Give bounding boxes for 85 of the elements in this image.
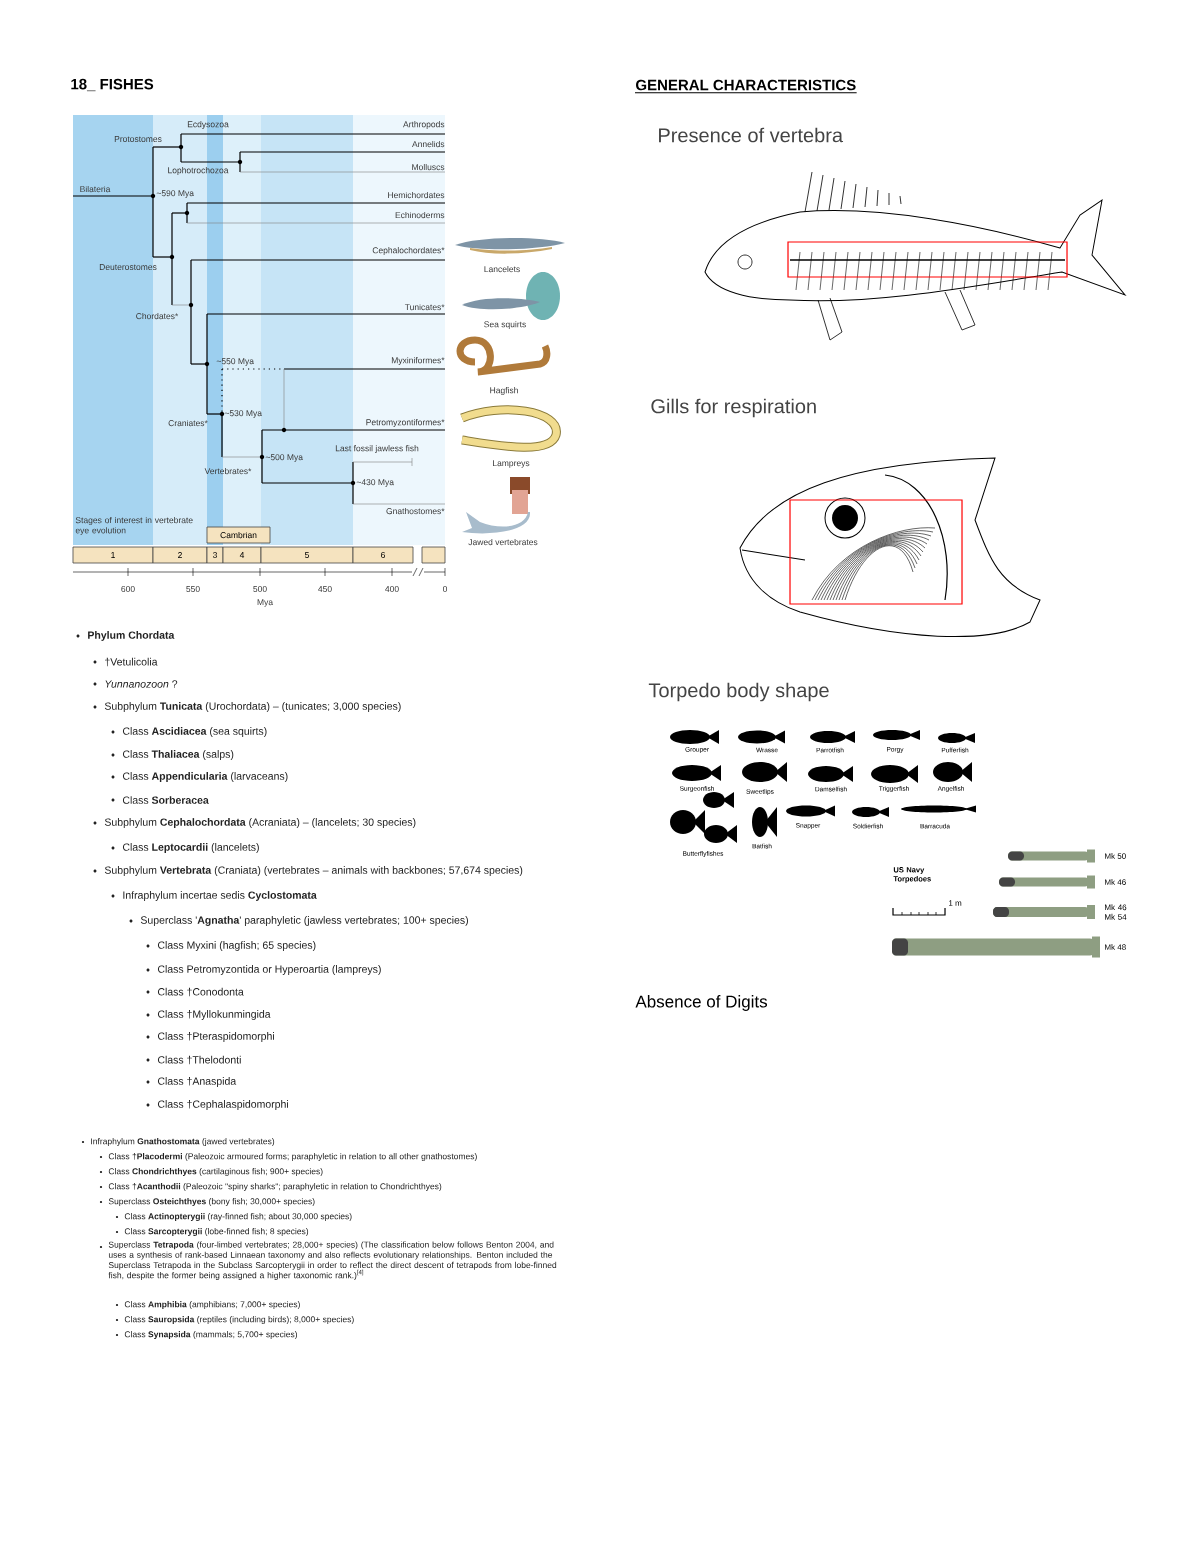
tick-label: 600 xyxy=(121,586,135,593)
list-item: Class Myxini (hagfish; 65 species) xyxy=(146,941,316,951)
taxon-label: Vertebrates* xyxy=(204,467,252,475)
age-label: ~430 Mya xyxy=(356,479,394,487)
taxon-label: Myxiniformes* xyxy=(391,357,445,365)
age-label: ~500 Mya xyxy=(265,454,303,462)
age-label: ~590 Mya xyxy=(156,190,194,198)
section-heading: Gills for respiration xyxy=(651,398,816,418)
taxon-label: Molluscs xyxy=(412,163,445,171)
stage-box xyxy=(421,546,446,564)
animal-name: Hagfish xyxy=(490,387,518,395)
torpedo-label: Mk 50 xyxy=(1105,853,1126,859)
section-heading: Torpedo body shape xyxy=(648,682,829,702)
torpedo-label: Mk 46 Mk 54 xyxy=(1105,904,1127,920)
section-heading: GENERAL CHARACTERISTICS xyxy=(634,79,858,94)
list-item: †Vetulicolia xyxy=(93,657,158,667)
list-item: Class Chondrichthyes (cartilaginous fish; 900+ species) xyxy=(99,1168,323,1176)
tick-label: 0 xyxy=(443,586,448,593)
axis-note: Stages of interest in vertebrate eye evolution xyxy=(75,516,193,536)
taxon-label: Tunicates* xyxy=(404,303,445,311)
taxon-label: Last fossil jawless fish xyxy=(335,445,419,453)
taxon-label: Hemichordates xyxy=(388,191,445,199)
torpedo-label: Mk 46 xyxy=(1105,879,1126,885)
taxon-label: Arthropods xyxy=(403,121,445,129)
taxon-label: Chordates* xyxy=(136,312,179,320)
list-item: Subphylum Vertebrata (Craniata) (vertebrates – animals with backbones; 57,674 species) xyxy=(93,866,523,876)
animal-name: Lampreys xyxy=(493,460,530,468)
tick-label: 400 xyxy=(385,586,399,593)
list-item: Class Actinopterygii (ray-finned fish; about 30,000 species) xyxy=(115,1213,352,1221)
axis-title: Mya xyxy=(257,599,274,607)
animal-name: Sea squirts xyxy=(484,321,526,329)
list-item: Class Appendicularia (larvaceans) xyxy=(111,772,288,782)
animal-name: Jawed vertebrates xyxy=(468,538,538,546)
list-item: Class Ascidiacea (sea squirts) xyxy=(111,727,267,737)
taxon-label: Craniates* xyxy=(168,419,208,427)
list-item: Subphylum Tunicata (Urochordata) – (tunicates; 3,000 species) xyxy=(93,702,401,712)
animal-name: Lancelets xyxy=(484,265,520,273)
stage-box: 3 xyxy=(206,546,224,564)
list-item: Superclass 'Agnatha' paraphyletic (jawless vertebrates; 100+ species) xyxy=(129,916,468,926)
list-item: Class †Pteraspidomorphi xyxy=(146,1032,274,1042)
taxon-label: Cephalochordates* xyxy=(372,247,445,255)
page-title: 18_ FISHES xyxy=(71,78,154,92)
list-item: Class †Placodermi (Paleozoic armoured forms; paraphyletic in relation to all other gnathostomes) xyxy=(99,1153,477,1161)
taxon-label: Ecdysozoa xyxy=(187,121,229,129)
list-item: Class Sarcopterygii (lobe-finned fish; 8 species) xyxy=(115,1228,309,1236)
section-heading: Absence of Digits xyxy=(635,995,768,1011)
tick-label: 500 xyxy=(253,586,267,593)
torpedo-label: Mk 48 xyxy=(1105,944,1126,950)
list-item: Superclass Tetrapoda (four-limbed vertebrates; 28,000+ species) (The classification below follows Benton 2004, and uses a synthesis of rank-based Linnaean taxonomy and also reflects evolutionary relationships. Benton included the Superclass Tetrapoda in the Subclass Sarcopterygii in order to reflect the direct descent of tetrapods from lobe-finned fish, despite the former being assigned a higher taxonomic rank.)$^{[4]}$ xyxy=(99,1241,557,1280)
list-item: Subphylum Cephalochordata (Acraniata) – (lancelets; 30 species) xyxy=(93,818,416,828)
list-item: Class †Myllokunmingida xyxy=(146,1010,271,1020)
list-item: Class Leptocardii (lancelets) xyxy=(111,843,259,853)
list-item: Class Petromyzontida or Hyperoartia (lampreys) xyxy=(146,965,381,975)
taxon-label: Petromyzontiformes* xyxy=(366,419,445,427)
taxon-label: Lophotrochozoa xyxy=(168,167,229,175)
section-heading: Presence of vertebra xyxy=(659,127,844,143)
list-item: Class Sorberacea xyxy=(111,796,209,804)
list-item: Phylum Chordata xyxy=(76,631,175,641)
period-box: Cambrian xyxy=(206,526,271,544)
list-item: Class Sauropsida (reptiles (including birds); 8,000+ species) xyxy=(115,1316,354,1324)
list-item: Superclass Osteichthyes (bony fish; 30,000+ species) xyxy=(99,1198,315,1206)
tick-label: 450 xyxy=(318,586,332,593)
taxon-label: Deuterostomes xyxy=(99,264,157,270)
list-item: Class †Thelodonti xyxy=(146,1055,241,1065)
list-item: Yunnanozoon ? xyxy=(93,680,178,688)
stage-box: 1 xyxy=(72,546,154,564)
taxon-label: Gnathostomes* xyxy=(386,507,445,515)
taxon-label: Annelids xyxy=(412,140,445,148)
list-item: Class †Cephalaspidomorphi xyxy=(146,1100,288,1110)
stage-box: 6 xyxy=(352,546,414,564)
taxon-label: Bilateria xyxy=(80,185,111,193)
list-item: Infraphylum incertae sedis Cyclostomata xyxy=(111,891,317,901)
age-label: ~550 Mya xyxy=(216,358,254,366)
list-item: Class Synapsida (mammals; 5,700+ species) xyxy=(115,1331,297,1339)
list-item: Class †Conodonta xyxy=(146,987,244,997)
list-item: Class Amphibia (amphibians; 7,000+ species) xyxy=(115,1301,300,1309)
scale-label: 1 m xyxy=(949,900,962,906)
age-label: ~530 Mya xyxy=(224,410,262,418)
list-item: Class Thaliacea (salps) xyxy=(111,750,234,760)
taxon-label: Echinoderms xyxy=(395,211,445,219)
list-item: Class †Acanthodii (Paleozoic "spiny sharks"; paraphyletic in relation to Chondrichthyes) xyxy=(99,1183,442,1191)
list-item: Class †Anaspida xyxy=(146,1077,237,1087)
tick-label: 550 xyxy=(186,586,200,593)
taxon-label: Protostomes xyxy=(114,136,162,142)
list-item: Infraphylum Gnathostomata (jawed vertebrates) xyxy=(81,1138,275,1146)
